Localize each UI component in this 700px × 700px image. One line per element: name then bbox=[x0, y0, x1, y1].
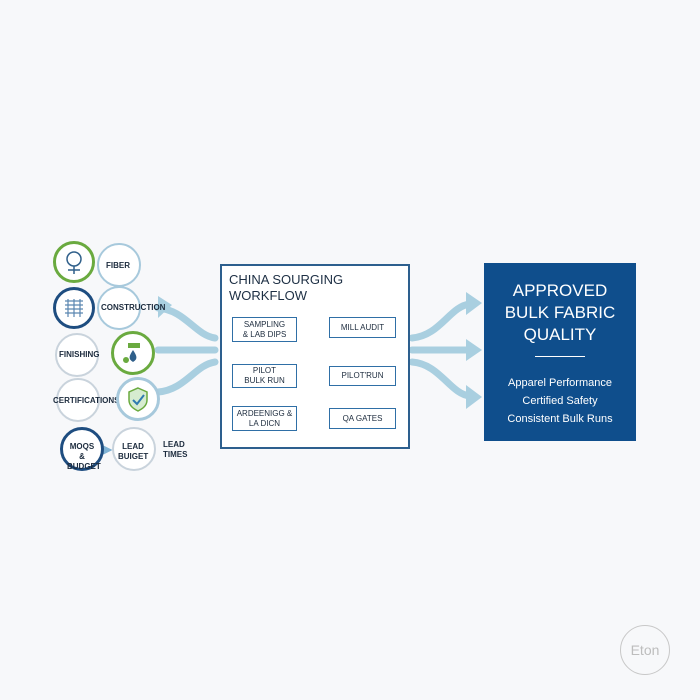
result-box bbox=[484, 263, 636, 441]
fan-in-heads bbox=[158, 296, 172, 318]
moqs-label: MOQS & BUDGET bbox=[67, 442, 101, 471]
fan-out-heads bbox=[466, 292, 482, 409]
fiber-label: FIBER bbox=[106, 261, 130, 270]
water-drop-icon bbox=[123, 343, 140, 363]
result-title: APPROVED BULK FABRIC QUALITY bbox=[504, 281, 616, 344]
result-line-2: Certified Safety bbox=[522, 395, 598, 407]
eton-logo: Eton bbox=[620, 625, 670, 675]
cotton-plant-icon bbox=[66, 251, 82, 274]
certifications-circle bbox=[56, 378, 100, 422]
fan-out-arrows bbox=[408, 300, 474, 400]
lead-times-label: LEAD TIMES bbox=[163, 440, 188, 459]
certifications-label: CERTIFICATIONS bbox=[53, 396, 120, 405]
result-line-3: Consistent Bulk Runs bbox=[507, 413, 613, 425]
lead-budget-label: LEAD BUIGET bbox=[118, 442, 149, 461]
shield-check-icon bbox=[128, 387, 148, 412]
step-mill-audit: MILL AUDIT bbox=[329, 317, 396, 338]
certifications-icon-circle bbox=[116, 377, 160, 421]
construction-label: CONSTRUCTION bbox=[101, 303, 166, 312]
fabric-weave-icon bbox=[65, 299, 83, 317]
step-pilot-run: PILOT'RUN bbox=[329, 366, 396, 386]
fan-in-arrows bbox=[154, 304, 219, 396]
step-qa-gates: QA GATES bbox=[329, 408, 396, 429]
result-line-1: Apparel Performance bbox=[508, 377, 612, 389]
moqs-circle bbox=[60, 427, 104, 471]
step-sampling: SAMPLING & LAB DIPS bbox=[232, 317, 297, 342]
construction-icon-circle bbox=[53, 287, 95, 329]
finishing-label: FINISHING bbox=[59, 350, 100, 359]
finishing-circle bbox=[55, 333, 99, 377]
construction-circle bbox=[97, 286, 141, 330]
result-divider bbox=[535, 356, 585, 357]
step-arbeenig: ARDEENIGG & LA DICN bbox=[232, 406, 297, 431]
fiber-icon-circle bbox=[53, 241, 95, 283]
finishing-icon-circle bbox=[111, 331, 155, 375]
workflow-title: CHINA SOURGING WORKFLOW bbox=[229, 272, 344, 303]
lead-budget-circle bbox=[112, 427, 156, 471]
step-pilot-bulk: PILOT BULK RUN bbox=[232, 364, 297, 388]
